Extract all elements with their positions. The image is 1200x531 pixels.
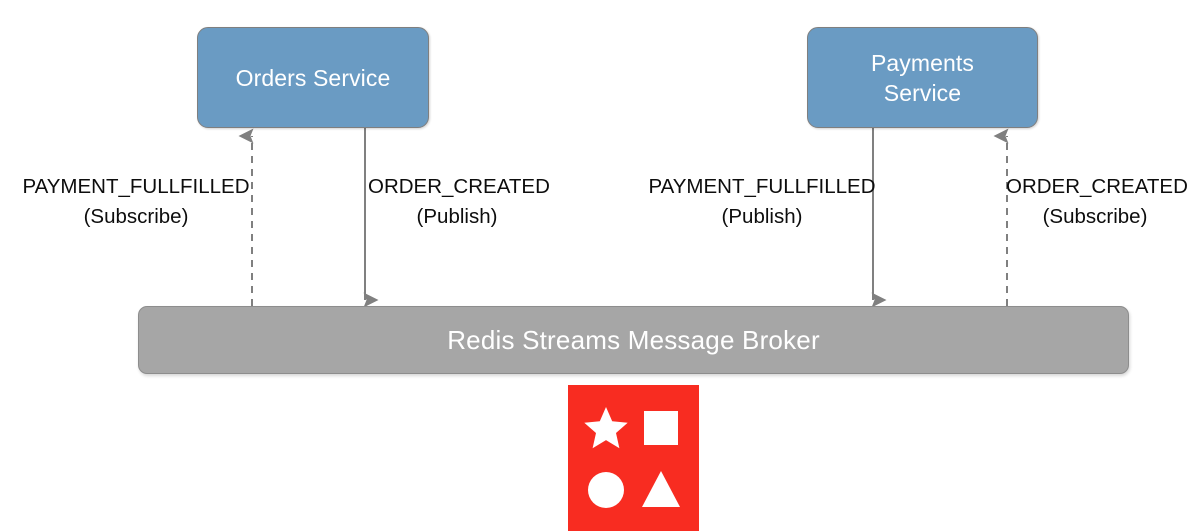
square-icon [644,411,678,445]
edge-label-order-publish-event: ORDER_CREATED [368,175,550,198]
edge-label-order-subscribe-event: ORDER_CREATED [1006,175,1188,198]
edge-label-payment-subscribe-event: PAYMENT_FULLFILLED [22,175,250,198]
circle-icon [588,472,624,508]
edge-label-payment-publish-event: PAYMENT_FULLFILLED [648,175,876,198]
edge-label-payment-publish-action: (Publish) [721,205,803,228]
edge-label-payment-publish: PAYMENT_FULLFILLED (Publish) [648,172,876,232]
service-node-payments-label-line2: Service [883,79,962,106]
message-broker-label: Redis Streams Message Broker [447,324,820,355]
service-node-payments-label: Payments Service [817,48,1028,108]
service-node-orders[interactable]: Orders Service [197,27,429,128]
service-node-orders-label: Orders Service [235,64,391,91]
triangle-icon [642,471,680,507]
edge-label-order-subscribe: ORDER_CREATED (Subscribe) [1006,172,1188,232]
edge-label-payment-subscribe: PAYMENT_FULLFILLED (Subscribe) [16,172,256,232]
star-icon [584,407,628,449]
redis-logo [568,385,699,531]
redis-logo-shapes [584,407,680,508]
service-node-payments-label-line1: Payments [870,49,975,76]
edge-label-order-publish-action: (Publish) [416,205,498,228]
edge-label-order-publish: ORDER_CREATED (Publish) [368,172,550,232]
message-broker-node[interactable]: Redis Streams Message Broker [138,306,1129,374]
edge-label-payment-subscribe-action: (Subscribe) [83,205,189,228]
edge-label-order-subscribe-action: (Subscribe) [1042,205,1148,228]
service-node-payments[interactable]: Payments Service [807,27,1038,128]
